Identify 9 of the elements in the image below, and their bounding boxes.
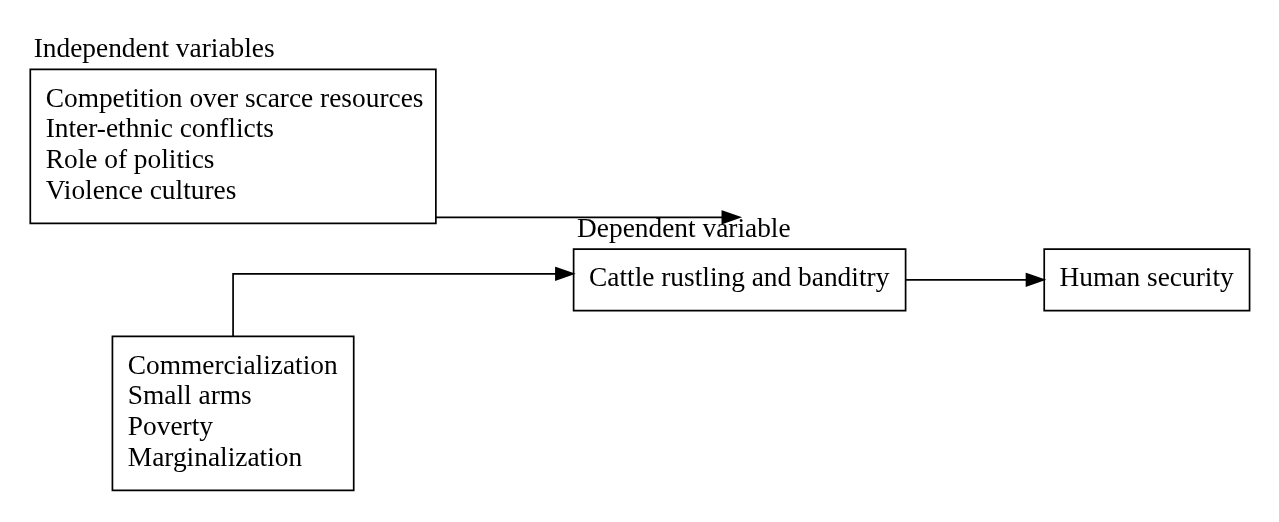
node-box: Competition over scarce resources Inter-ethnic conflicts Role of politics Violence cultures — [29, 68, 437, 225]
node-label: Dependent variable — [577, 212, 791, 243]
node-box: Commercialization Small arms Poverty Marginalization — [111, 335, 355, 492]
arrow — [435, 210, 743, 225]
arrow — [232, 266, 576, 338]
node-box: Human security — [1043, 248, 1251, 312]
arrow — [905, 272, 1047, 287]
node-label: Independent variables — [33, 33, 275, 64]
node-box: Cattle rustling and banditry — [572, 248, 907, 312]
